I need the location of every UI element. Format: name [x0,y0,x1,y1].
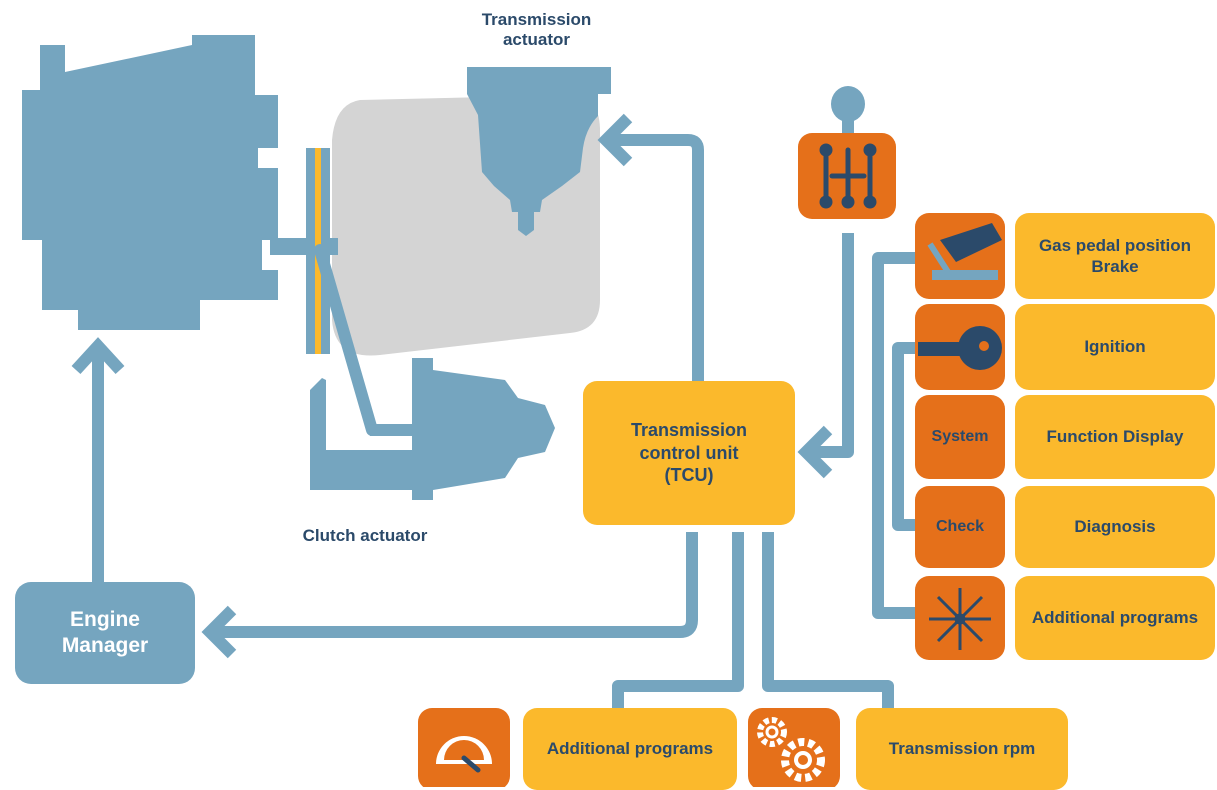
clutch-lever [314,244,378,436]
engine-manager-line2: Manager [61,634,149,657]
input-ignition: Ignition [1015,304,1215,390]
engine-manager-box: Engine Manager [15,582,195,684]
line-tcu-to-transmission-rpm [762,532,894,708]
clutch-actuator-label: Clutch actuator [302,526,428,545]
transmission-actuator [467,67,611,236]
pedal-icon [927,223,1002,280]
system-icon-box: System [915,395,1005,479]
line-tcu-to-additional-programs-output [612,532,744,708]
input-gas-pedal-line1: Gas pedal position [1038,235,1192,255]
shift-knob [831,86,865,122]
gear-shift-pattern-icon [819,143,877,209]
line-bus-pedal-additional [872,252,918,619]
transmission-actuator-label: Transmission actuator [454,10,619,51]
shift-stick [842,110,854,138]
input-function-display: Function Display [1015,395,1215,479]
input-gas-pedal-line2: Brake [1091,257,1139,276]
output-additional-programs: Additional programs [523,708,737,790]
transmission-actuator-label-line1: Transmission [481,10,592,29]
line-bus-ignition-check [892,342,918,531]
line-tcu-to-transmission-actuator [606,134,704,382]
tcu-line2: control unit [639,442,739,463]
input-gas-pedal-brake: Gas pedal position Brake [1015,213,1215,299]
input-additional-programs: Additional programs [1015,576,1215,660]
gears-icon [757,717,825,782]
check-icon-box: Check [915,486,1005,568]
transmission-actuator-label-line2: actuator [502,30,571,50]
clutch-actuator [310,358,555,500]
arrowhead-transmission-actuator [597,113,633,167]
tcu-box: Transmission control unit (TCU) [583,381,795,525]
engine-manager-line1: Engine [69,607,140,631]
line-inputs-to-tcu [806,233,854,458]
arrowhead-engine [71,337,125,375]
gear-shifter [798,86,896,219]
key-icon [918,326,1002,370]
engine-block [22,35,278,330]
tcu-line3: (TCU) [664,465,714,486]
snowflake-icon [929,588,991,650]
output-transmission-rpm: Transmission rpm [856,708,1068,790]
line-tcu-to-engine-manager [210,532,698,638]
speedometer-icon [436,736,492,773]
arrowhead-tcu [797,425,833,479]
tcu-line1: Transmission [630,420,748,441]
arrowhead-engine-manager [201,605,237,659]
input-diagnosis: Diagnosis [1015,486,1215,568]
